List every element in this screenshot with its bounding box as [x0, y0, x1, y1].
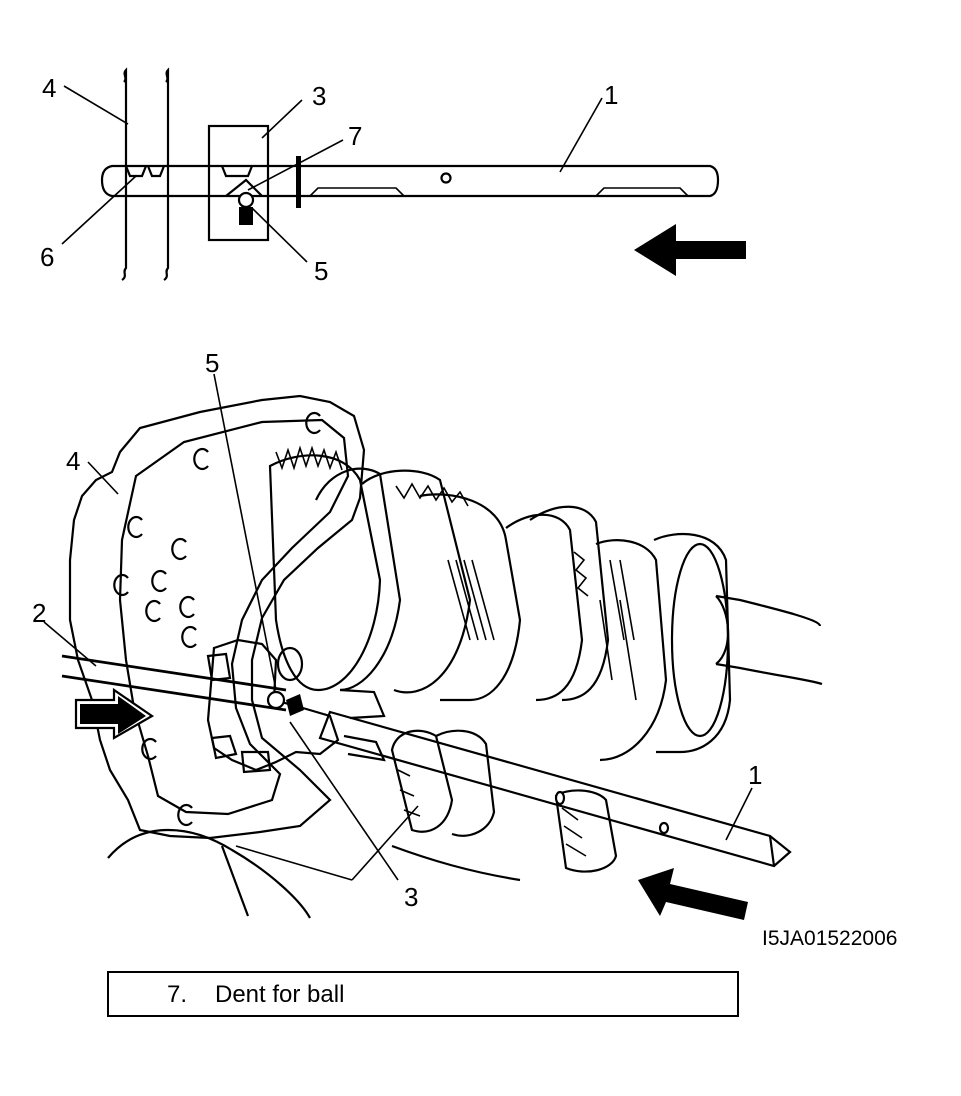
top-callout-3: 3 — [312, 81, 326, 111]
transmission-case — [68, 394, 366, 840]
bottom-leaders — [43, 373, 753, 881]
shift-fork-bracket — [206, 638, 386, 774]
bottom-callout-5: 5 — [205, 348, 219, 378]
top-callout-1: 1 — [604, 80, 618, 110]
gear-stack — [268, 445, 823, 762]
case-wall — [121, 67, 170, 281]
push-arrow-left-fill — [80, 696, 146, 734]
bottom-illustration: 5 4 2 1 3 — [32, 348, 823, 920]
caption-box: 7. Dent for ball — [107, 971, 739, 1017]
top-leaders — [61, 85, 603, 263]
top-callout-5: 5 — [314, 256, 328, 286]
detent-spring — [239, 207, 253, 225]
top-schematic: 4 3 1 7 6 5 — [40, 67, 746, 286]
direction-arrow-top — [634, 224, 746, 276]
caption-text: Dent for ball — [215, 981, 345, 1008]
shift-rod-diagonal — [318, 710, 792, 868]
top-callout-4: 4 — [42, 73, 56, 103]
top-callout-7: 7 — [348, 121, 362, 151]
interlock-block — [207, 124, 270, 242]
bottom-callout-4: 4 — [66, 446, 80, 476]
figure-code: I5JA01522006 — [762, 927, 897, 950]
direction-arrow-bottom — [638, 868, 748, 920]
caption-number: 7. — [167, 981, 188, 1008]
shift-rod-2 — [61, 654, 287, 712]
top-callout-6: 6 — [40, 242, 54, 272]
retaining-ring — [296, 156, 301, 208]
bottom-callout-1: 1 — [748, 760, 762, 790]
detent-ball-bottom — [266, 690, 286, 710]
case-bolt-bosses — [113, 411, 321, 827]
shift-rod — [100, 164, 720, 198]
rod-dents-in-case — [124, 165, 166, 178]
bottom-callout-3: 3 — [404, 882, 418, 912]
rod-hole — [440, 172, 452, 184]
bottom-callout-2: 2 — [32, 598, 46, 628]
counter-gears — [390, 729, 618, 873]
detent-ball — [237, 191, 255, 209]
